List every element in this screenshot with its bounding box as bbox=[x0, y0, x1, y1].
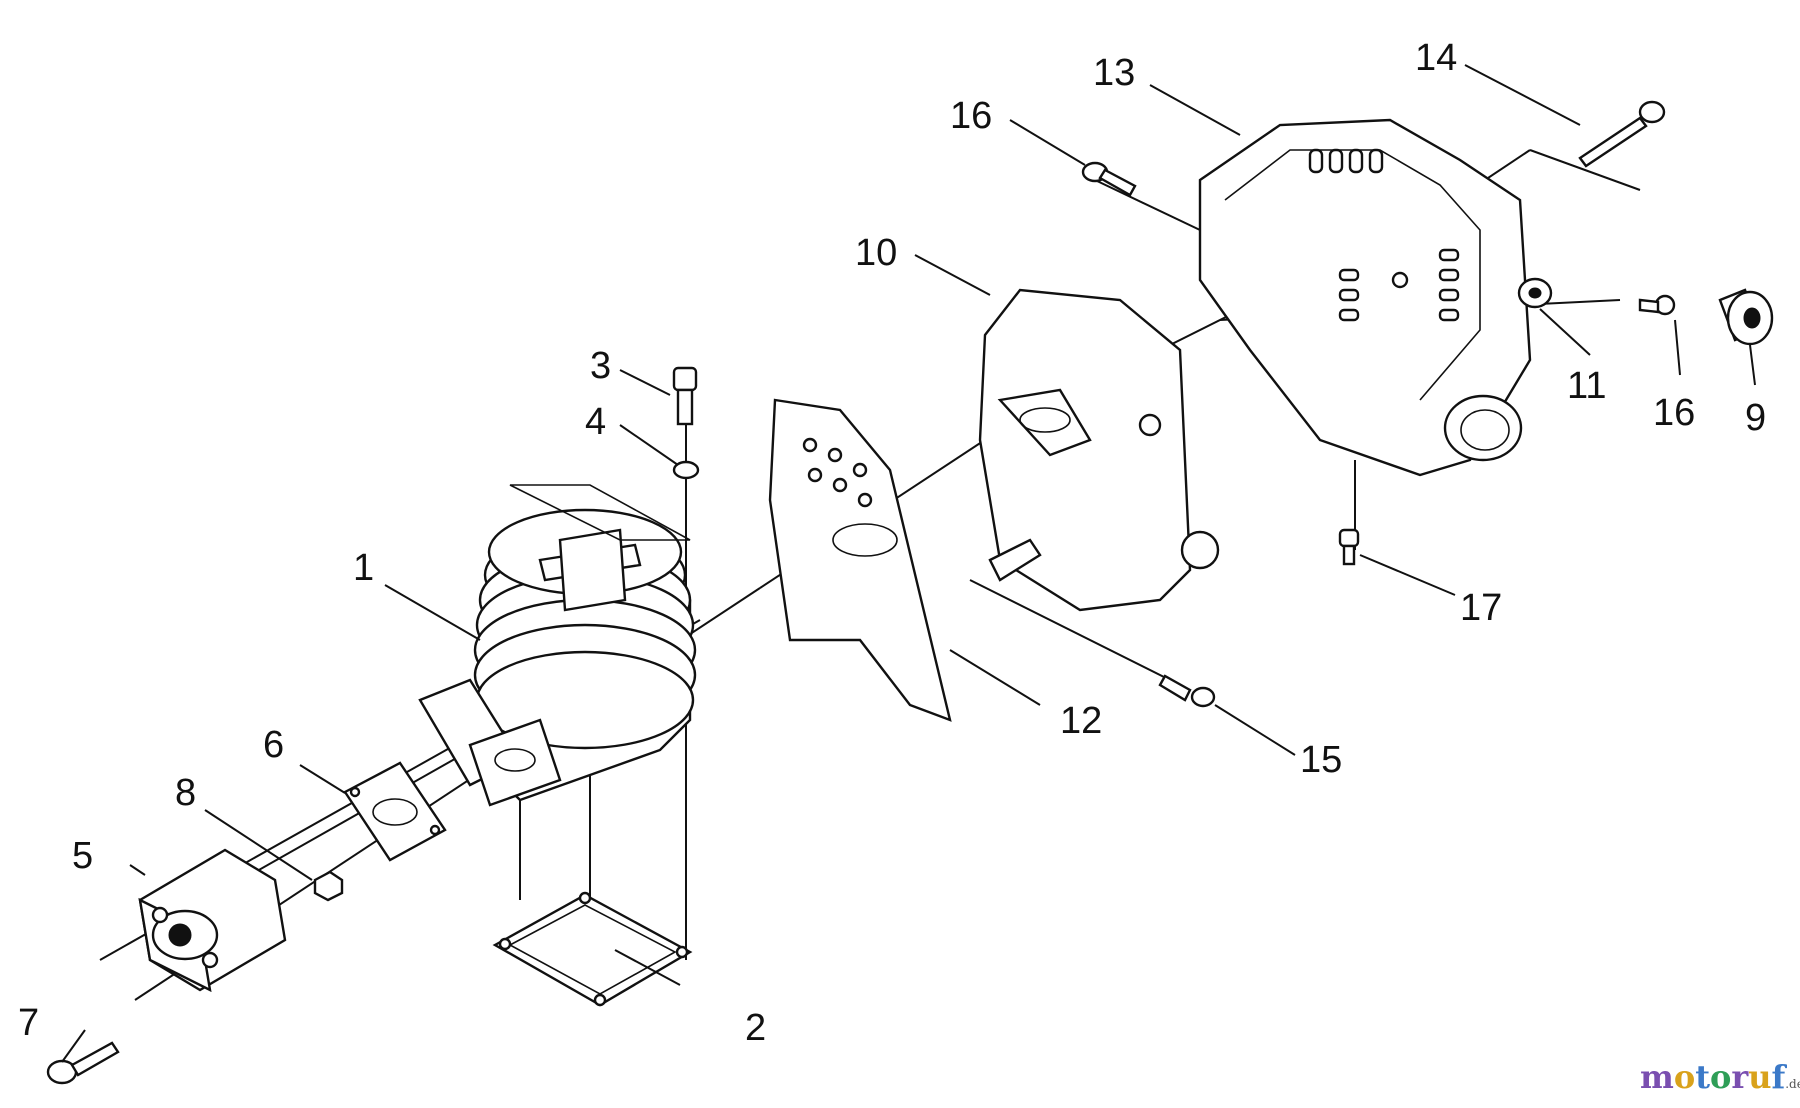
callout-12: 12 bbox=[1060, 700, 1102, 742]
site-watermark: motoruf.de bbox=[1640, 1058, 1800, 1096]
callout-6: 6 bbox=[263, 724, 284, 766]
heat-shield-plate bbox=[768, 398, 952, 722]
callout-9: 9 bbox=[1745, 397, 1766, 439]
callout-8: 8 bbox=[175, 772, 196, 814]
leader-lines bbox=[61, 64, 1756, 1063]
intake-insulator bbox=[138, 848, 287, 993]
screw-3 bbox=[672, 366, 698, 426]
watermark-text: motoruf bbox=[1640, 1058, 1786, 1096]
watermark-suffix: .de bbox=[1785, 1077, 1800, 1091]
nut bbox=[313, 870, 344, 902]
cylinder-guide-box bbox=[509, 484, 691, 541]
muffler bbox=[978, 288, 1220, 612]
bolt-16-right bbox=[1638, 294, 1676, 316]
callout-7: 7 bbox=[18, 1002, 39, 1044]
callout-1: 1 bbox=[353, 547, 374, 589]
callout-11: 11 bbox=[1567, 365, 1606, 407]
callout-2: 2 bbox=[745, 1007, 766, 1049]
callout-3: 3 bbox=[590, 345, 611, 387]
bolt-15 bbox=[1158, 674, 1216, 708]
callout-10: 10 bbox=[855, 232, 897, 274]
bolt-7 bbox=[46, 1041, 120, 1085]
callout-13: 13 bbox=[1093, 52, 1135, 94]
callout-5: 5 bbox=[72, 835, 93, 877]
callout-16-top: 16 bbox=[950, 95, 992, 137]
callout-4: 4 bbox=[585, 401, 606, 443]
cylinder bbox=[418, 508, 697, 807]
bolt-16-top bbox=[1081, 161, 1137, 197]
callout-labels: 1 2 3 4 5 6 7 8 9 10 11 12 13 14 15 16 1… bbox=[18, 37, 1766, 1049]
callout-16-right: 16 bbox=[1653, 392, 1695, 434]
callout-14: 14 bbox=[1415, 37, 1457, 79]
rubber-cap-9 bbox=[1718, 288, 1774, 346]
washer-11 bbox=[1517, 277, 1553, 309]
washer-4 bbox=[672, 460, 700, 480]
callout-15: 15 bbox=[1300, 739, 1342, 781]
muffler-cover bbox=[1198, 118, 1532, 477]
base-gasket bbox=[492, 891, 693, 1007]
bolt-14 bbox=[1578, 100, 1666, 168]
callout-17: 17 bbox=[1460, 587, 1502, 629]
intake-gasket bbox=[343, 761, 447, 862]
bolt-17 bbox=[1338, 528, 1360, 566]
